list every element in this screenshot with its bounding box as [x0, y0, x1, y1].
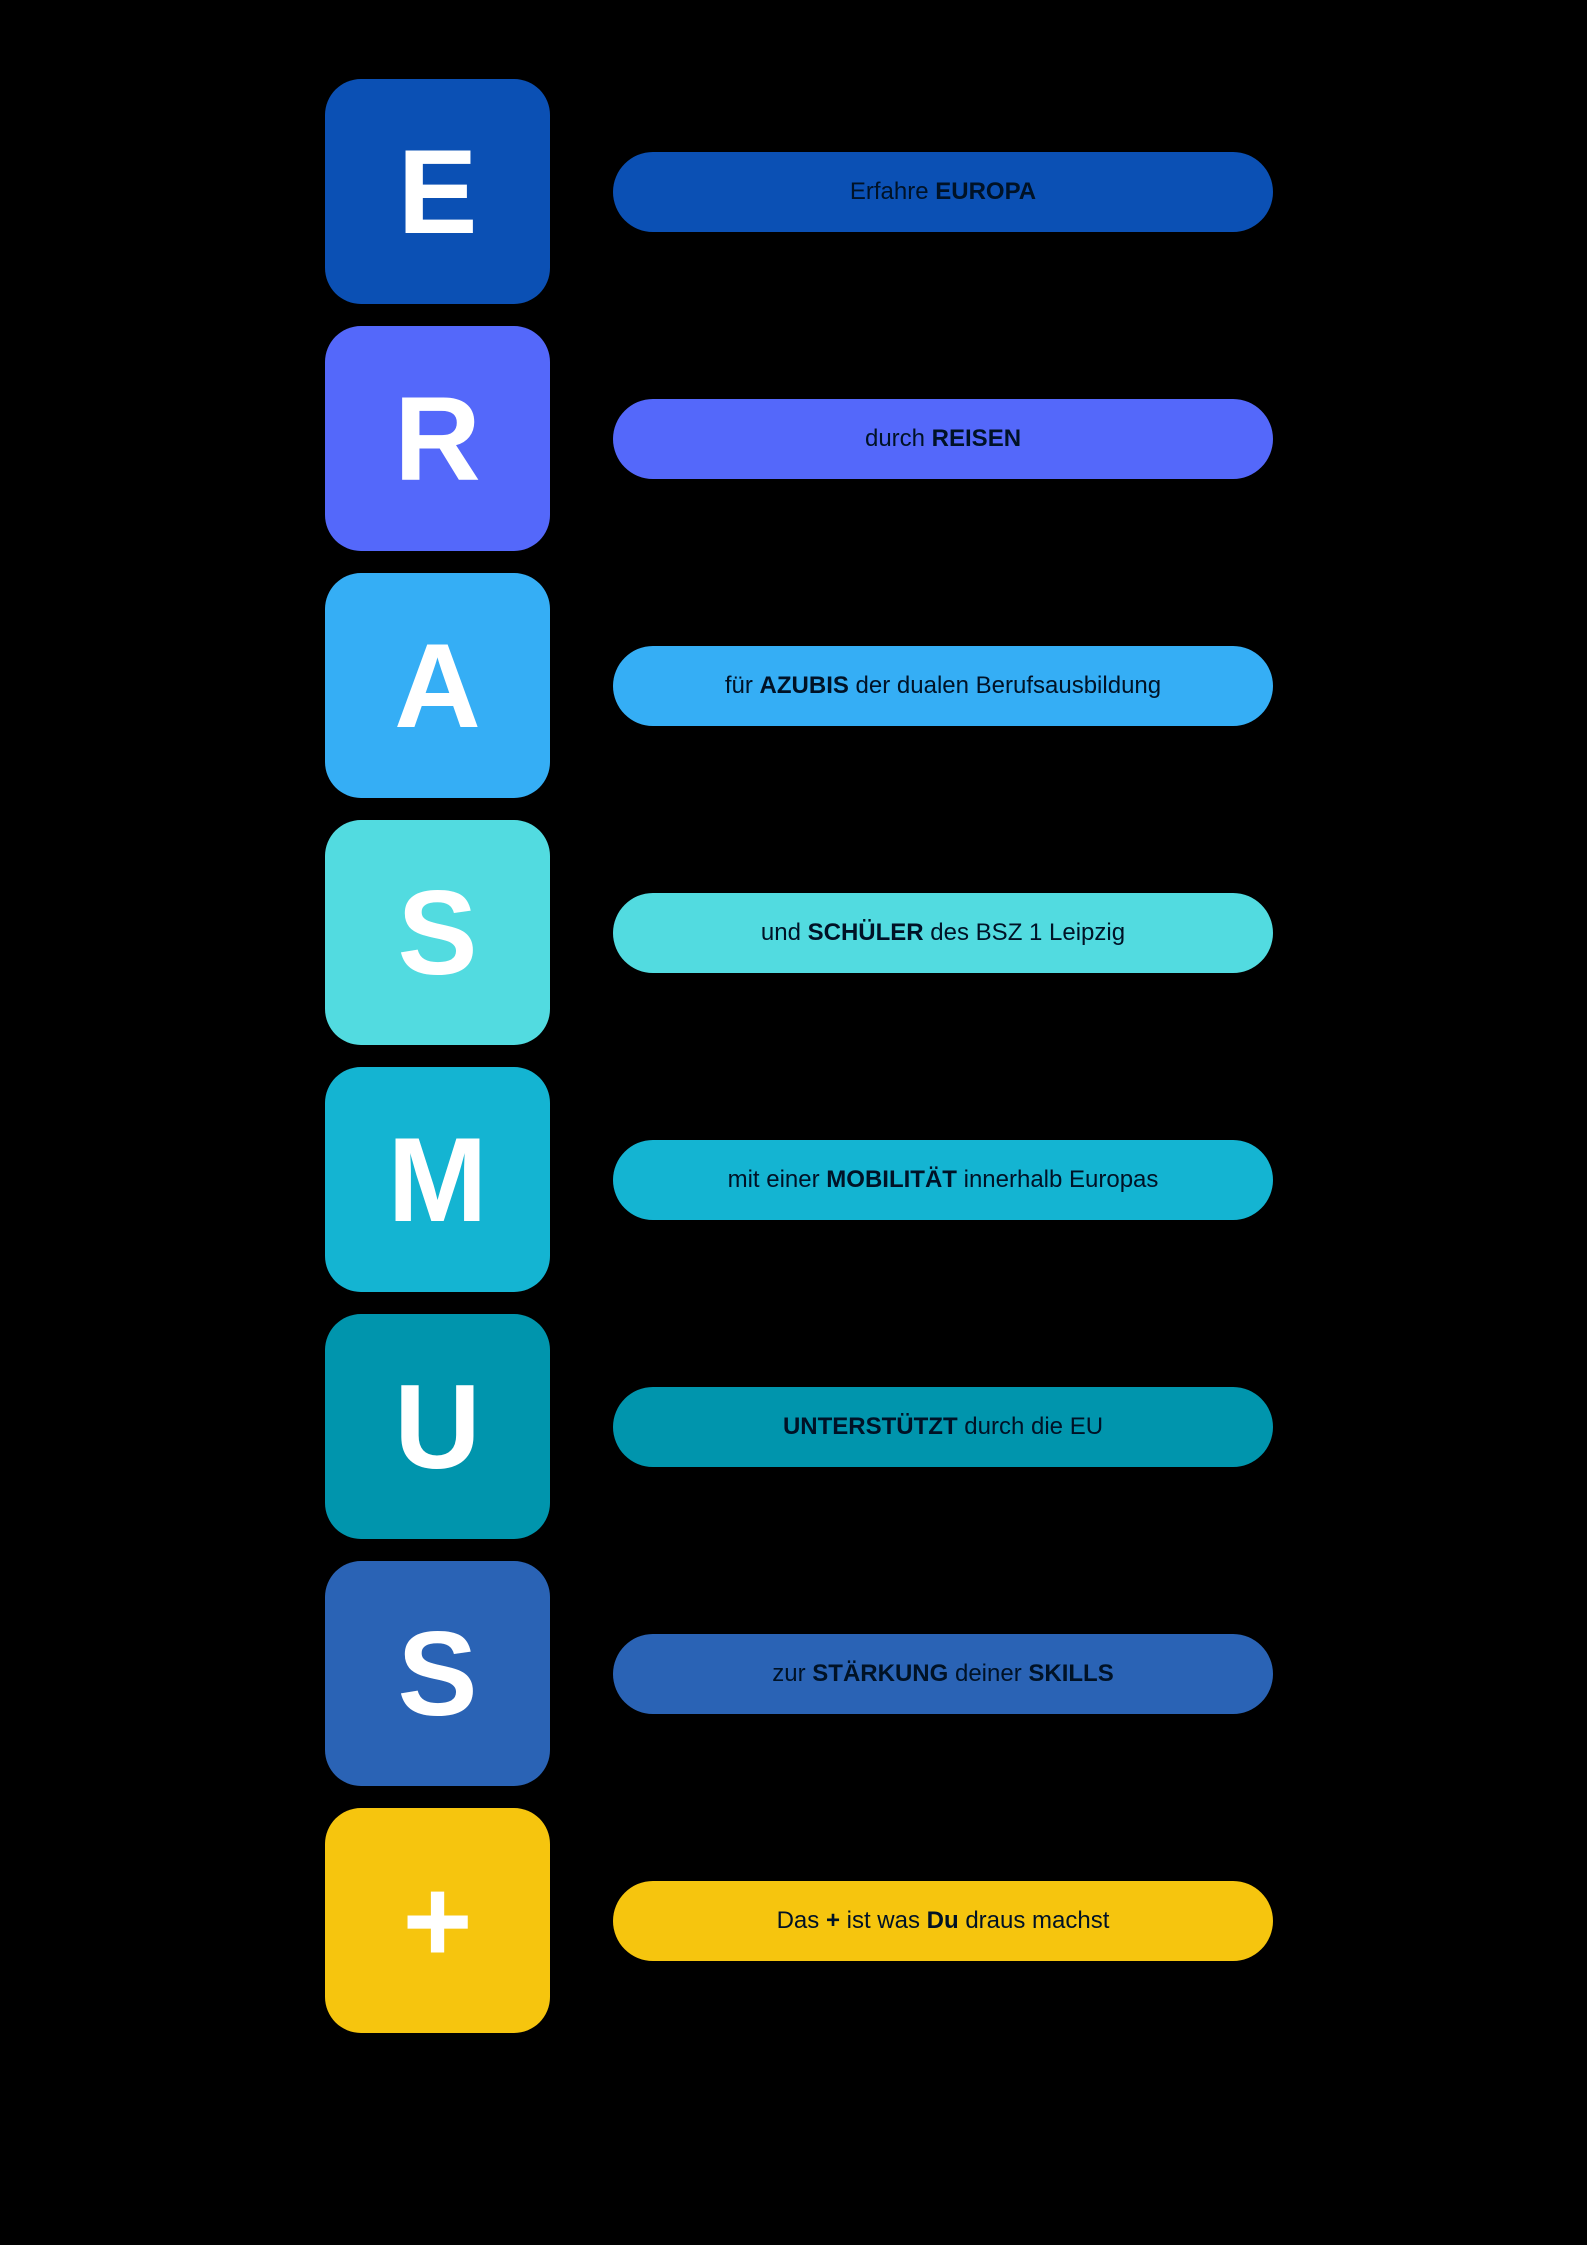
definition-text: Erfahre EUROPA [850, 178, 1036, 206]
definition-text-segment: des BSZ 1 Leipzig [923, 918, 1126, 946]
definition-text-segment: durch [864, 424, 932, 452]
letter: M [387, 1112, 488, 1247]
letter: R [394, 371, 481, 506]
definition-text-bold: SCHÜLER [807, 918, 924, 946]
definition-text-bold: REISEN [931, 424, 1022, 452]
definition-text-bold: + [825, 1906, 840, 1934]
definition-text-bold: EUROPA [935, 177, 1037, 205]
definition-pill: Das + ist was Du draus machst [613, 1880, 1273, 1961]
erasmus-row: U UNTERSTÜTZT durch die EU [325, 1314, 1273, 1539]
definition-text: UNTERSTÜTZT durch die EU [783, 1413, 1103, 1441]
letter-tile: R [325, 326, 550, 551]
letter: U [394, 1359, 481, 1494]
definition-text-segment: ist was [839, 1906, 927, 1934]
erasmus-row: M mit einer MOBILITÄT innerhalb Europas [325, 1067, 1273, 1292]
letter-tile: S [325, 820, 550, 1045]
letter: + [402, 1853, 473, 1988]
letter-tile: U [325, 1314, 550, 1539]
definition-text-segment: Das [776, 1906, 826, 1934]
erasmus-list: E Erfahre EUROPA R durch REISEN A für AZ… [325, 79, 1273, 2033]
definition-pill: und SCHÜLER des BSZ 1 Leipzig [613, 892, 1273, 973]
letter-tile: + [325, 1808, 550, 2033]
letter-tile: S [325, 1561, 550, 1786]
definition-pill: zur STÄRKUNG deiner SKILLS [613, 1633, 1273, 1714]
definition-text-segment: draus machst [958, 1906, 1110, 1934]
definition-text-segment: innerhalb Europas [956, 1165, 1159, 1193]
definition-text-segment: der dualen Berufsausbildung [848, 671, 1162, 699]
letter-tile: M [325, 1067, 550, 1292]
erasmus-row: S zur STÄRKUNG deiner SKILLS [325, 1561, 1273, 1786]
definition-text-bold: MOBILITÄT [826, 1165, 957, 1193]
definition-text-segment: zur [772, 1659, 813, 1687]
definition-text-bold: Du [926, 1906, 959, 1934]
definition-text-segment: deiner [948, 1659, 1029, 1687]
erasmus-row: S und SCHÜLER des BSZ 1 Leipzig [325, 820, 1273, 1045]
definition-text-segment: mit einer [727, 1165, 827, 1193]
definition-text: und SCHÜLER des BSZ 1 Leipzig [761, 919, 1125, 947]
definition-text: mit einer MOBILITÄT innerhalb Europas [728, 1166, 1159, 1194]
erasmus-row: E Erfahre EUROPA [325, 79, 1273, 304]
definition-pill: durch REISEN [613, 398, 1273, 479]
definition-pill: Erfahre EUROPA [613, 151, 1273, 232]
definition-pill: für AZUBIS der dualen Berufsausbildung [613, 645, 1273, 726]
definition-text: zur STÄRKUNG deiner SKILLS [772, 1660, 1113, 1688]
erasmus-row: A für AZUBIS der dualen Berufsausbildung [325, 573, 1273, 798]
letter: A [394, 618, 481, 753]
definition-text-bold: SKILLS [1028, 1659, 1114, 1687]
letter: S [397, 1606, 478, 1741]
definition-text: durch REISEN [865, 425, 1021, 453]
erasmus-row: R durch REISEN [325, 326, 1273, 551]
definition-text: für AZUBIS der dualen Berufsausbildung [725, 672, 1161, 700]
erasmus-row: + Das + ist was Du draus machst [325, 1808, 1273, 2033]
definition-text: Das + ist was Du draus machst [777, 1907, 1110, 1935]
definition-text-bold: UNTERSTÜTZT [782, 1412, 958, 1440]
definition-text-bold: AZUBIS [759, 671, 849, 699]
definition-text-segment: und [760, 918, 808, 946]
letter: S [397, 865, 478, 1000]
letter: E [397, 124, 478, 259]
definition-text-bold: STÄRKUNG [812, 1659, 949, 1687]
definition-pill: UNTERSTÜTZT durch die EU [613, 1386, 1273, 1467]
letter-tile: E [325, 79, 550, 304]
definition-text-segment: für [724, 671, 760, 699]
definition-text-segment: durch die EU [957, 1412, 1104, 1440]
definition-pill: mit einer MOBILITÄT innerhalb Europas [613, 1139, 1273, 1220]
definition-text-segment: Erfahre [849, 177, 936, 205]
letter-tile: A [325, 573, 550, 798]
